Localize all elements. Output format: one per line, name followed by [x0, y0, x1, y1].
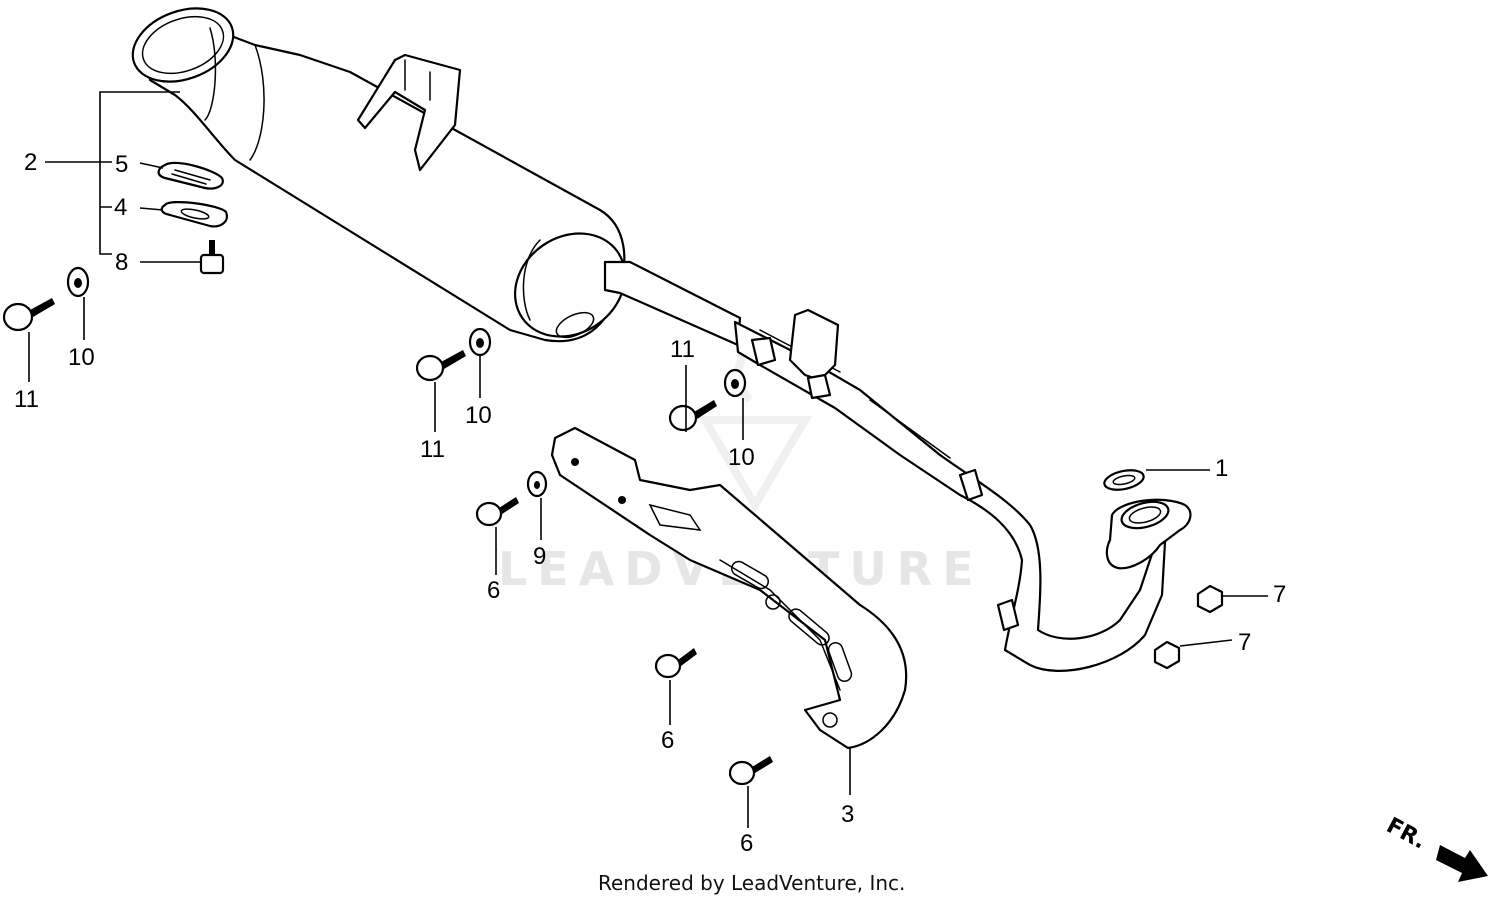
washer-10a[interactable]: [66, 266, 90, 298]
front-arrow-icon: [1436, 845, 1488, 882]
callout-5: 5: [115, 151, 128, 178]
callout-10a: 10: [68, 344, 95, 371]
flange-bolt-11b[interactable]: [415, 350, 466, 382]
callout-7b: 7: [1238, 629, 1251, 656]
heat-shield-bolt-6b[interactable]: [654, 648, 697, 679]
heat-shield-bolt-6c[interactable]: [728, 756, 773, 786]
flange-nut-7a[interactable]: [1196, 584, 1224, 614]
callout-1: 1: [1215, 455, 1228, 482]
callout-10c: 10: [728, 444, 755, 471]
callout-6b: 6: [661, 727, 674, 754]
exhaust-pipe[interactable]: [733, 308, 1192, 672]
washer-9[interactable]: [526, 470, 548, 498]
flange-bolt-11c[interactable]: [668, 400, 717, 432]
heat-shield[interactable]: [550, 426, 908, 750]
callout-8: 8: [115, 249, 128, 276]
washer-10b[interactable]: [468, 327, 492, 357]
drain-bolt[interactable]: [199, 240, 225, 275]
callout-4: 4: [114, 194, 127, 221]
washer-10c[interactable]: [723, 368, 747, 398]
credit-line: Rendered by LeadVenture, Inc.: [598, 871, 905, 895]
exhaust-gasket[interactable]: [1103, 467, 1146, 493]
callout-6a: 6: [487, 577, 500, 604]
callout-11c: 11: [670, 336, 695, 363]
front-direction-indicator: FR.: [1382, 813, 1488, 882]
fr-label: FR.: [1382, 813, 1430, 854]
heat-shield-bolt-6a[interactable]: [475, 497, 519, 527]
callout-9: 9: [533, 543, 546, 570]
callout-10b: 10: [465, 402, 492, 429]
muffler[interactable]: [123, 0, 742, 358]
flange-nut-7b[interactable]: [1153, 640, 1181, 670]
leader-lines: [28, 91, 1268, 828]
callout-2: 2: [24, 149, 37, 176]
flange-bolt-11a[interactable]: [2, 298, 55, 332]
arrester-gasket[interactable]: [160, 201, 228, 228]
callout-7a: 7: [1273, 581, 1286, 608]
callout-6c: 6: [740, 830, 753, 857]
callout-3: 3: [841, 801, 854, 828]
arrester-screen[interactable]: [157, 161, 224, 190]
callout-11a: 11: [14, 386, 39, 413]
callout-11b: 11: [420, 436, 445, 463]
